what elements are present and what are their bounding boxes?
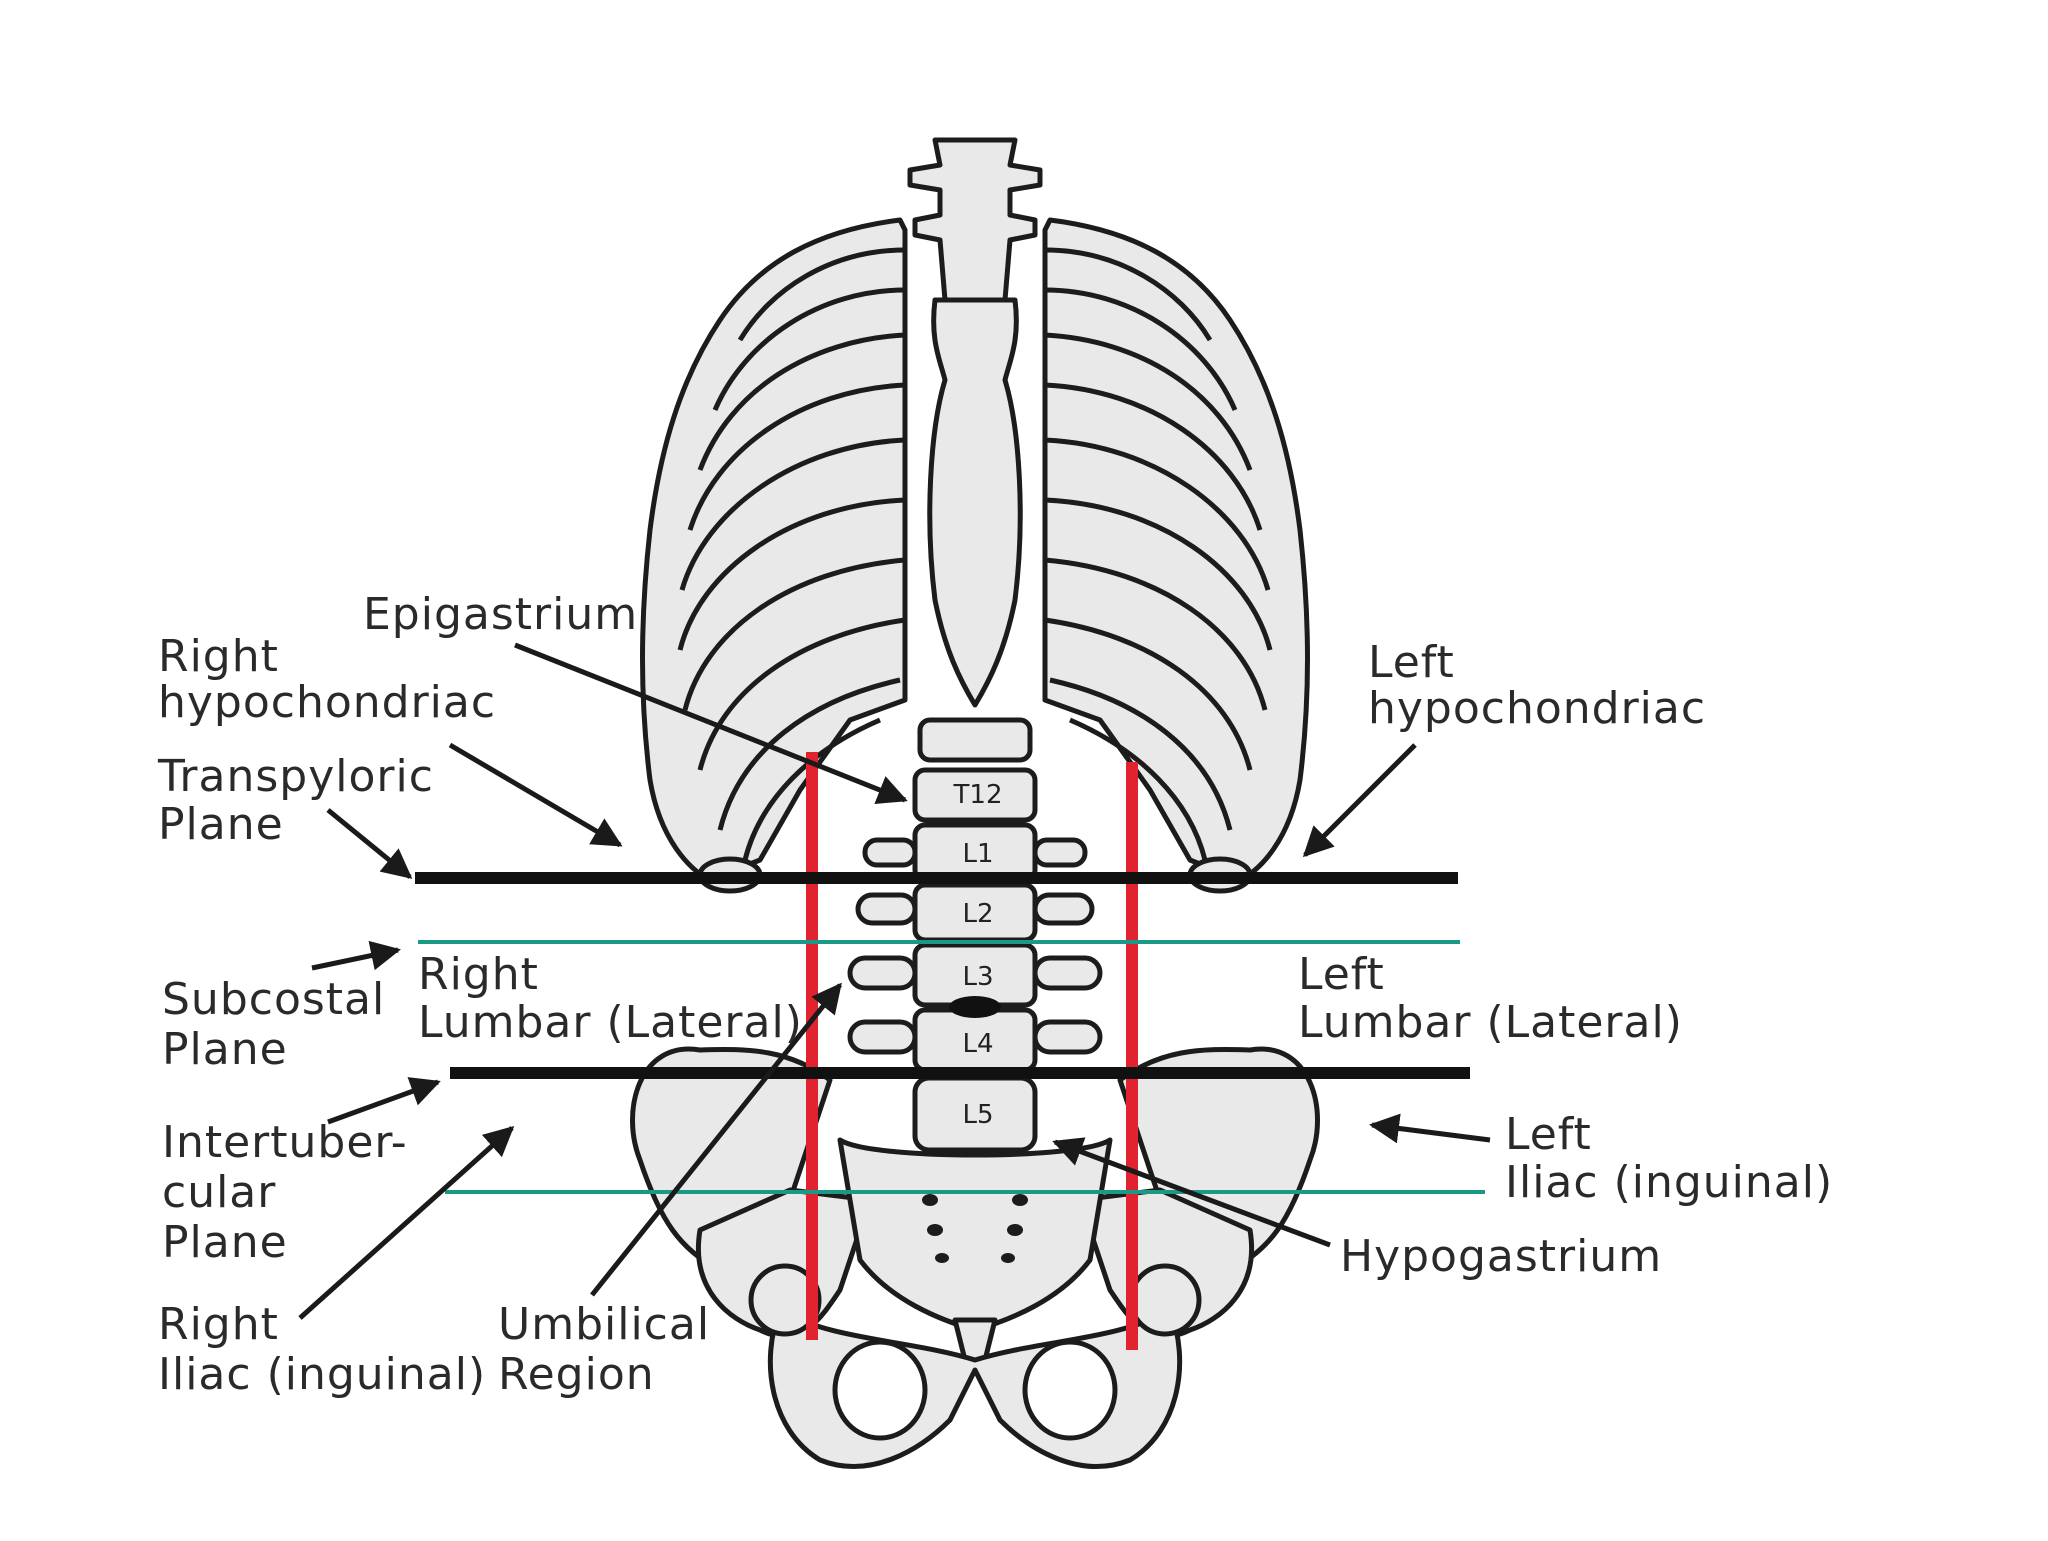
right-femoral-head bbox=[748, 1263, 822, 1337]
cervical-vertebrae bbox=[907, 137, 1043, 303]
epigastrium-arrow bbox=[514, 642, 908, 804]
label-umbilical-line1: Umbilical bbox=[498, 1299, 711, 1350]
leader-arrows bbox=[298, 642, 1491, 1320]
region-planes bbox=[415, 752, 1485, 1350]
label-hypogastrium: Hypogastrium bbox=[1340, 1231, 1663, 1282]
left-obturator-foramen bbox=[1022, 1339, 1118, 1441]
transpyloric-arrow bbox=[326, 808, 413, 879]
left-hypochondriac-arrow bbox=[1302, 743, 1417, 858]
spine: T12 L1 L2 L3 L4 L5 bbox=[847, 137, 1103, 1153]
label-left-hypochondriac-line2: hypochondriac bbox=[1368, 683, 1707, 734]
intertubercular-arrow bbox=[327, 1077, 441, 1125]
label-umbilical-line2: Region bbox=[498, 1349, 655, 1400]
vertebra-label-t12: T12 bbox=[953, 780, 1003, 810]
vertebra-label-l3: L3 bbox=[962, 962, 993, 992]
label-right-hypochondriac-line2: hypochondriac bbox=[158, 677, 497, 728]
right-ilium-lower bbox=[696, 1187, 873, 1339]
label-left-hypochondriac-line1: Left bbox=[1368, 637, 1455, 688]
sternum bbox=[927, 297, 1023, 708]
subcostal-arrow bbox=[311, 940, 401, 971]
transverse-processes bbox=[847, 837, 1103, 1055]
right-side-ribs bbox=[677, 247, 906, 861]
label-intertubercular-line1: Intertuber- bbox=[162, 1117, 408, 1168]
rib-cage bbox=[640, 217, 1310, 894]
left-femoral-head bbox=[1128, 1263, 1202, 1337]
left-ilium-lower bbox=[1077, 1187, 1254, 1339]
vertebra-label-l2: L2 bbox=[962, 899, 993, 929]
vertebra-label-l5: L5 bbox=[962, 1100, 993, 1130]
label-left-lumbar-line2: Lumbar (Lateral) bbox=[1298, 997, 1683, 1048]
right-obturator-foramen bbox=[832, 1339, 928, 1441]
label-epigastrium: Epigastrium bbox=[363, 589, 639, 640]
label-left-iliac-line2: Iliac (inguinal) bbox=[1505, 1157, 1834, 1208]
label-transpyloric-line2: Plane bbox=[158, 799, 284, 850]
label-left-iliac-line1: Left bbox=[1505, 1109, 1592, 1160]
vertebra-t12 bbox=[912, 767, 1038, 823]
pelvis bbox=[630, 1046, 1320, 1469]
label-right-lumbar-line2: Lumbar (Lateral) bbox=[418, 997, 803, 1048]
label-subcostal-line2: Plane bbox=[162, 1024, 288, 1075]
label-transpyloric-line1: Transpyloric bbox=[158, 751, 434, 802]
right-iliac-arrow bbox=[298, 1125, 515, 1320]
left-iliac-arrow bbox=[1369, 1113, 1491, 1144]
label-right-iliac-line1: Right bbox=[158, 1299, 279, 1350]
label-intertubercular-line2: cular bbox=[162, 1167, 277, 1218]
vertebra-label-l4: L4 bbox=[962, 1029, 993, 1059]
hypogastrium-arrow bbox=[1052, 1137, 1331, 1248]
left-side-ribs bbox=[1044, 247, 1273, 861]
label-right-iliac-line2: Iliac (inguinal) bbox=[158, 1349, 487, 1400]
label-left-lumbar-line1: Left bbox=[1298, 949, 1385, 1000]
umbilical-arrow bbox=[590, 982, 842, 1297]
sacrum bbox=[837, 1137, 1113, 1333]
label-intertubercular-line3: Plane bbox=[162, 1217, 288, 1268]
umbilicus bbox=[949, 996, 1001, 1018]
label-right-hypochondriac-line1: Right bbox=[158, 631, 279, 682]
right-hypochondriac-arrow bbox=[448, 742, 623, 848]
vertebra-label-l1: L1 bbox=[962, 839, 993, 869]
label-subcostal-line1: Subcostal bbox=[162, 974, 386, 1025]
label-right-lumbar-line1: Right bbox=[418, 949, 539, 1000]
